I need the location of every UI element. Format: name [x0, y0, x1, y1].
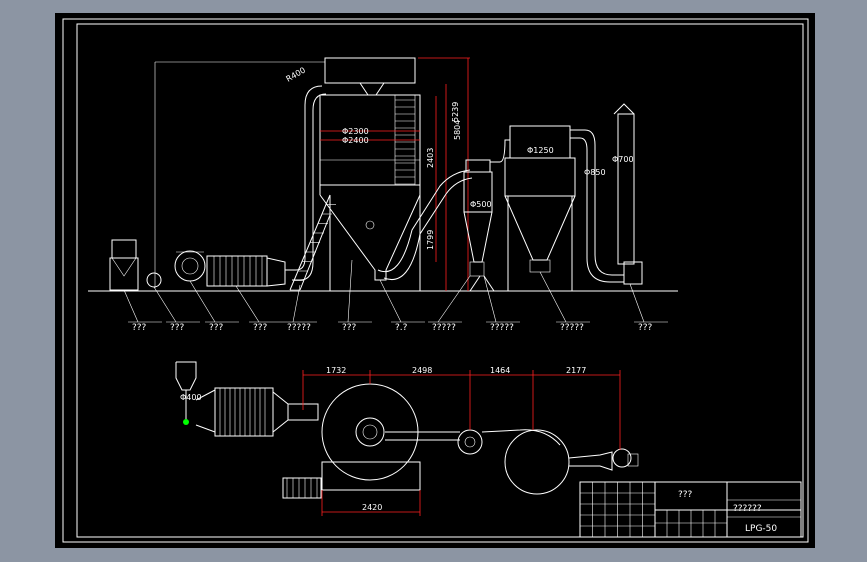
- cyclone-1-valve: [469, 261, 485, 277]
- air-heater: [206, 255, 268, 287]
- part-label: ???: [170, 323, 185, 333]
- part-label: ?????: [432, 323, 456, 333]
- dim-d1250: Φ1250: [527, 146, 554, 155]
- label-leader: [483, 275, 497, 323]
- cyclone-connector: [490, 139, 510, 163]
- label-leader: [379, 279, 402, 323]
- heater-outlet-cone: [266, 257, 286, 287]
- title-block-drawing-no: LPG-50: [745, 524, 777, 534]
- dim-h2403: 2403: [426, 148, 435, 168]
- dim-d700: Φ700: [612, 155, 634, 164]
- air-filter-hopper: [111, 257, 137, 277]
- part-label: ???: [342, 323, 357, 333]
- cyclone-1-leg-left: [469, 275, 481, 292]
- plan-exhaust-duct: [568, 451, 613, 471]
- dim-h5239: 5239: [451, 102, 460, 122]
- part-label: ?.?: [395, 323, 408, 333]
- title-block-company: ??????: [733, 504, 762, 514]
- part-label: ???: [132, 323, 147, 333]
- label-leader: [123, 289, 139, 323]
- product-duct-inner: [383, 177, 473, 280]
- plan-chimney: [627, 453, 639, 467]
- chamber-manhole: [365, 220, 375, 230]
- dim-h1799: 1799: [426, 230, 435, 250]
- label-leader: [629, 283, 645, 323]
- plan-duct-3: [481, 429, 561, 446]
- plan-cyclone-2: [504, 429, 570, 495]
- label-leader: [189, 280, 216, 323]
- dim-plan-1732: 1732: [326, 366, 346, 375]
- title-block-grid: [580, 482, 727, 537]
- title-block-name: ???: [678, 490, 693, 500]
- dim-d2300: Φ2300: [342, 127, 369, 136]
- dim-plan-d400: Φ400: [180, 393, 202, 402]
- plan-stair-lines: [286, 478, 318, 498]
- part-labels: ?????????????????????.??????????????????…: [123, 259, 668, 333]
- part-label: ?????: [560, 323, 584, 333]
- plan-cyclone-1-inner: [464, 436, 476, 448]
- part-label: ?????: [490, 323, 514, 333]
- product-duct: [377, 169, 471, 272]
- part-label: ???: [253, 323, 268, 333]
- inner-border: [76, 23, 804, 538]
- label-leader: [235, 285, 260, 323]
- plan-stairs: [282, 477, 322, 499]
- plan-heater-fins: [219, 388, 266, 436]
- exhaust-duct-inner: [570, 137, 624, 283]
- plan-heater: [214, 387, 274, 437]
- drawing-canvas: [55, 13, 815, 548]
- chimney-cap: [613, 103, 635, 115]
- label-leader: [437, 275, 471, 323]
- chimney: [617, 113, 635, 265]
- label-leader: [153, 286, 177, 323]
- stair-rail-2: [299, 214, 331, 291]
- cyclone-1-leg-right: [483, 275, 495, 292]
- air-distributor: [324, 57, 416, 84]
- part-label: ???: [209, 323, 224, 333]
- chamber-cone: [319, 194, 421, 281]
- exhaust-fan: [623, 261, 643, 285]
- plan-platform: [321, 461, 421, 491]
- title-block: ??? ?????? LPG-50: [579, 481, 802, 538]
- ladder-rungs: [395, 99, 415, 185]
- dim-plan-2498: 2498: [412, 366, 432, 375]
- plan-exhaust-fan: [612, 448, 632, 468]
- exhaust-duct: [570, 129, 624, 276]
- cyclone-1-body: [463, 171, 493, 213]
- dim-d850: Φ850: [584, 168, 606, 177]
- label-leader: [539, 271, 567, 323]
- label-leader: [347, 259, 353, 323]
- part-label: ???: [638, 323, 653, 333]
- dim-d2400: Φ2400: [342, 136, 369, 145]
- hot-air-duct: [285, 85, 323, 271]
- stair-steps: [290, 204, 336, 291]
- blower-impeller: [181, 257, 199, 275]
- plan-atomizer-inner: [362, 424, 378, 440]
- plan-view: Φ400 1732 2498 1464 2177: [175, 361, 639, 516]
- dim-h5804: 5804: [453, 120, 462, 140]
- outer-border: [62, 18, 809, 543]
- plan-feed-hopper: [175, 361, 197, 391]
- plan-atomizer: [355, 417, 385, 447]
- dim-plan-1464: 1464: [490, 366, 510, 375]
- plan-marker-green: [183, 419, 189, 425]
- dim-d500: Φ500: [470, 200, 492, 209]
- heater-fins: [213, 256, 263, 286]
- cyclone-2-body: [504, 157, 576, 197]
- label-leader: [292, 284, 301, 323]
- part-label: ?????: [287, 323, 311, 333]
- dim-plan-2177: 2177: [566, 366, 586, 375]
- dim-plan-2420: 2420: [362, 503, 382, 512]
